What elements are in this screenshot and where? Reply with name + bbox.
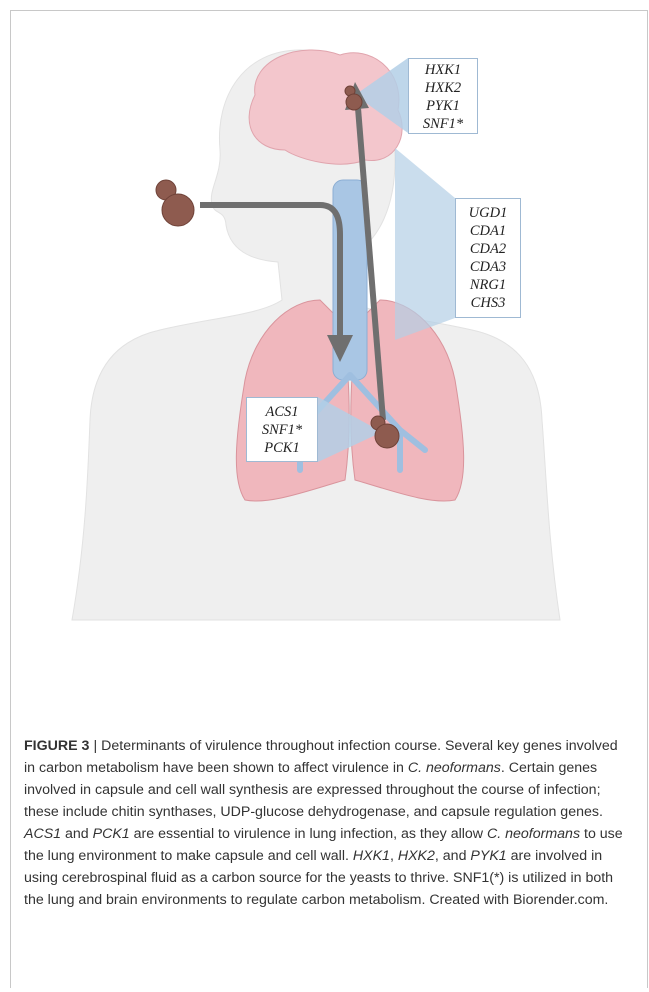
gene-name: ACS1 (24, 826, 61, 842)
caption-text: are essential to virulence in lung infec… (134, 826, 483, 842)
gene-label: ACS1 (247, 403, 317, 421)
gene-label: CDA3 (456, 258, 520, 276)
capsule-genes-box: UGD1 CDA1 CDA2 CDA3 NRG1 CHS3 (455, 198, 521, 318)
gene-name: PYK1 (470, 848, 506, 864)
gene-label: SNF1* (247, 421, 317, 439)
figure-caption: FIGURE 3|Determinants of virulence throu… (24, 735, 624, 911)
gene-label: CDA2 (456, 240, 520, 258)
species-name: C. neoformans (408, 760, 501, 776)
gene-name: HXK2 (398, 848, 435, 864)
caption-separator: | (89, 738, 101, 754)
capsule-highlight-wedge (395, 148, 455, 340)
gene-label: PYK1 (409, 97, 477, 115)
gene-label: SNF1* (409, 115, 477, 133)
caption-text: , (390, 848, 394, 864)
inhaled-yeast-cell (156, 180, 194, 226)
gene-label: CDA1 (456, 222, 520, 240)
brain-genes-box: HXK1 HXK2 PYK1 SNF1* (408, 58, 478, 134)
caption-text: , and (435, 848, 467, 864)
lung-genes-box: ACS1 SNF1* PCK1 (246, 397, 318, 462)
figure-label: FIGURE 3 (24, 738, 89, 754)
gene-label: UGD1 (456, 204, 520, 222)
gene-label: HXK1 (409, 61, 477, 79)
species-name: C. neoformans (487, 826, 580, 842)
caption-text: and (65, 826, 89, 842)
gene-label: PCK1 (247, 439, 317, 457)
gene-name: PCK1 (93, 826, 130, 842)
gene-label: CHS3 (456, 294, 520, 312)
gene-label: NRG1 (456, 276, 520, 294)
gene-name: HXK1 (353, 848, 390, 864)
gene-label: HXK2 (409, 79, 477, 97)
infection-illustration (0, 0, 649, 720)
